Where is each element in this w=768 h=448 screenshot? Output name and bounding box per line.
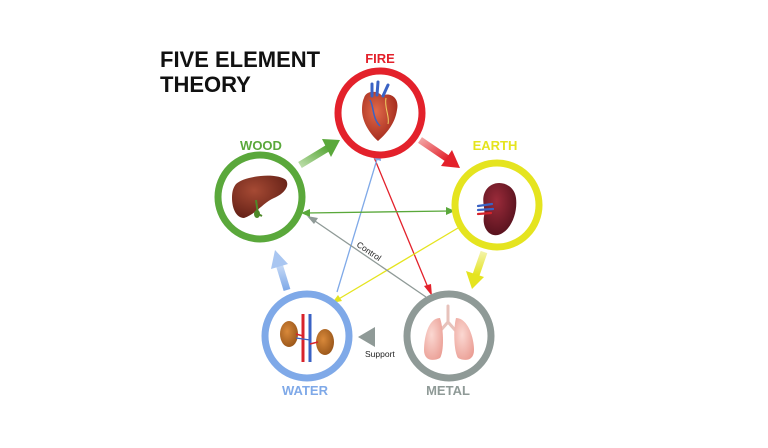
- water-circle: [261, 290, 353, 382]
- water-label: WATER: [282, 383, 329, 398]
- water-element: WATER: [261, 290, 353, 398]
- kidneys-icon: [280, 314, 334, 362]
- metal-element: METAL: [403, 290, 495, 398]
- control-cycle: Control: [301, 149, 464, 303]
- earth-label: EARTH: [473, 138, 518, 153]
- title-line-1: FIVE ELEMENT: [160, 47, 321, 72]
- fire-element: FIRE: [334, 51, 426, 159]
- wood-element: WOOD: [214, 138, 306, 243]
- title-line-2: THEORY: [160, 72, 251, 97]
- wood-label: WOOD: [240, 138, 282, 153]
- wood-to-fire-arrow: [322, 139, 340, 157]
- lungs-icon: [424, 304, 474, 360]
- earth-element: EARTH: [451, 138, 543, 251]
- fire-label: FIRE: [365, 51, 395, 66]
- heart-icon: [362, 80, 398, 141]
- liver-icon: [232, 175, 288, 218]
- earth-to-metal-arrow: [466, 271, 484, 289]
- metal-label: METAL: [426, 383, 470, 398]
- support-cycle: Support: [271, 137, 488, 359]
- support-label: Support: [365, 349, 395, 359]
- water-to-wood-arrow: [271, 250, 288, 269]
- metal-to-water-arrow: [358, 327, 375, 347]
- fire-to-earth-arrow: [441, 150, 460, 168]
- spleen-icon: [476, 183, 517, 236]
- page-title: FIVE ELEMENT THEORY: [160, 47, 320, 97]
